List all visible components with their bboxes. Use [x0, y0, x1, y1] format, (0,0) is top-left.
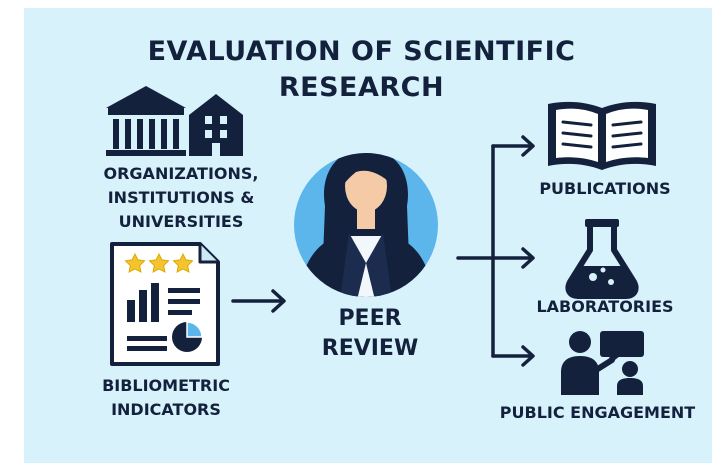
public-engagement-label: PUBLIC ENGAGEMENT	[499, 403, 696, 422]
peer-review-label: PEER REVIEW	[300, 304, 440, 364]
flask-icon	[565, 219, 639, 299]
bar-chart-icon	[127, 283, 159, 322]
peer-review-line-1: PEER	[338, 306, 402, 331]
laboratories-label: LABORATORIES	[536, 297, 674, 316]
peer-review-line-2: REVIEW	[321, 336, 419, 361]
speaker-chat-icon	[561, 331, 644, 395]
title-line-2: RESEARCH	[278, 72, 445, 103]
person-avatar-icon	[294, 153, 438, 297]
report-document-icon	[110, 242, 220, 366]
pie-chart-icon	[172, 321, 203, 352]
institution-columns-icon	[106, 86, 186, 156]
bibliometric-line-1: BIBLIOMETRIC	[102, 376, 230, 395]
organizations-line-2: INSTITUTIONS &	[107, 188, 255, 207]
bibliometric-label: BIBLIOMETRIC INDICATORS	[86, 374, 246, 422]
building-icon	[189, 94, 243, 156]
organizations-line-3: UNIVERSITIES	[118, 212, 244, 231]
bibliometric-line-2: INDICATORS	[111, 400, 221, 419]
title-line-1: EVALUATION OF SCIENTIFIC	[147, 36, 576, 67]
open-book-icon	[548, 101, 656, 170]
diagram-title: EVALUATION OF SCIENTIFIC RESEARCH	[0, 34, 723, 106]
organizations-label: ORGANIZATIONS, INSTITUTIONS & UNIVERSITI…	[88, 162, 274, 234]
branch-arrows	[456, 135, 535, 367]
organizations-line-1: ORGANIZATIONS,	[103, 164, 259, 183]
publications-label: PUBLICATIONS	[539, 179, 671, 198]
arrow-to-peer-review	[231, 289, 286, 313]
text-lines-icon	[127, 288, 200, 351]
star-icons	[124, 252, 194, 273]
